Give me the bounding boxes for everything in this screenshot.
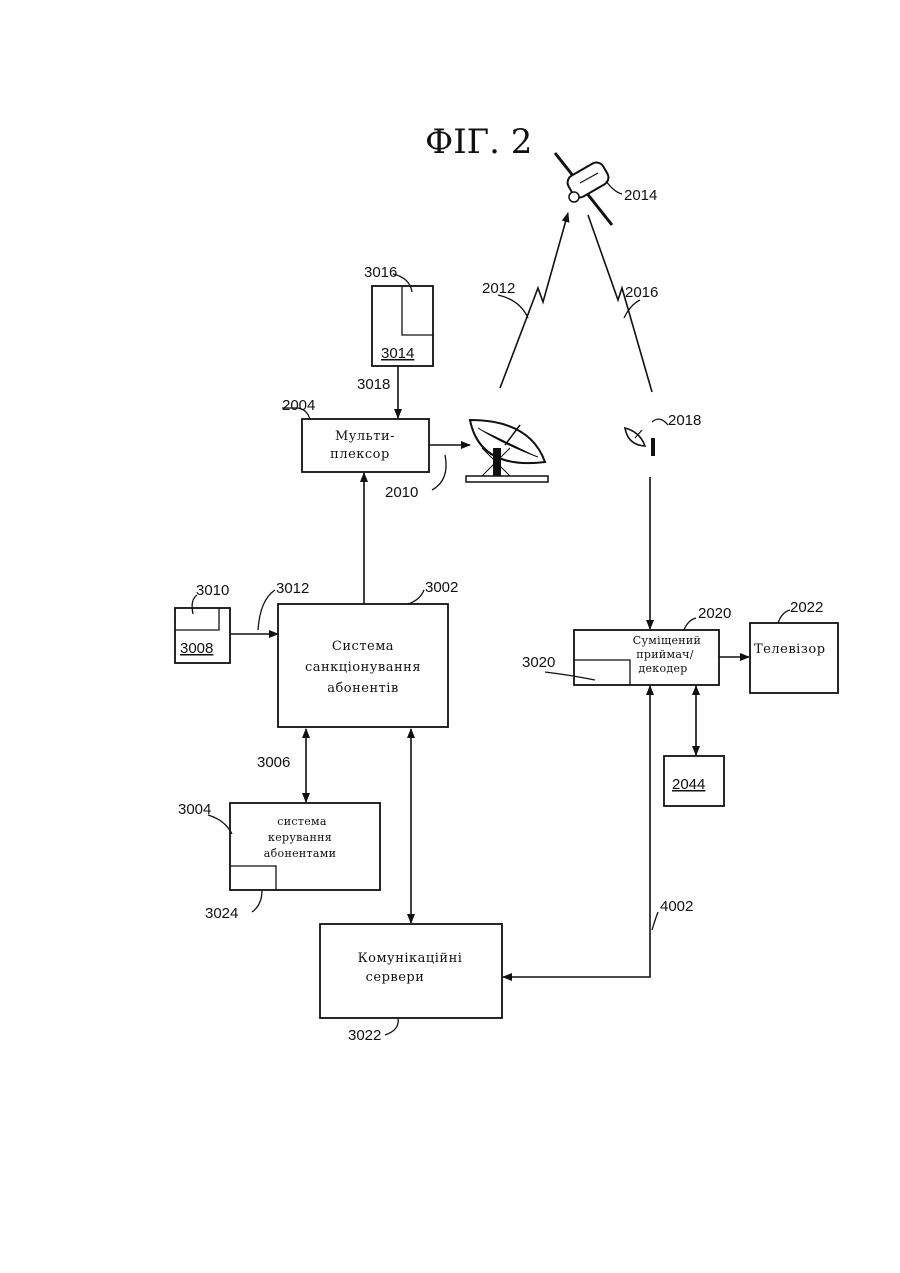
comm-servers-label-2: сервери: [366, 970, 425, 985]
auth-system-label-3: абонентів: [327, 681, 399, 696]
return-line: [503, 686, 650, 977]
return-line-ref: 4002: [660, 898, 693, 915]
comm-servers-ref: 3022: [348, 1027, 381, 1044]
downlink-ref: 2016: [625, 284, 658, 301]
subscriber-mgmt-label-3: абонентами: [264, 847, 337, 860]
downlink-line: [588, 215, 652, 392]
multiplexer-label-1: Мульти-: [335, 429, 395, 444]
mux-dish-ref: 2010: [385, 484, 418, 501]
decoder-label-2: приймач/: [636, 648, 694, 661]
auth-system-label-1: Система: [332, 639, 394, 654]
peripheral-ref: 2044: [672, 776, 705, 793]
uplink-ref: 2012: [482, 280, 515, 297]
store-auth-ref: 3012: [276, 580, 309, 597]
receiver-dish-ref: 2018: [668, 412, 701, 429]
auth-system-ref: 3002: [425, 579, 458, 596]
tv-ref: 2022: [790, 599, 823, 616]
satellite-icon: [555, 153, 612, 225]
satellite-ref: 2014: [624, 187, 657, 204]
tv-label: Телевізор: [754, 642, 826, 657]
multiplexer-label-2: плексор: [330, 447, 390, 462]
subscriber-mgmt-inner-ref: 3024: [205, 905, 238, 922]
multiplexer-ref: 2004: [282, 397, 315, 414]
tv-box: [750, 623, 838, 693]
ground-dish-icon: [466, 420, 548, 482]
subscriber-mgmt-label-1: система: [277, 815, 327, 828]
subscriber-mgmt-ref: 3004: [178, 801, 211, 818]
program-line-ref: 3018: [357, 376, 390, 393]
decoder-ref: 2020: [698, 605, 731, 622]
program-source-ref: 3016: [364, 264, 397, 281]
receiver-dish-icon: [625, 428, 655, 456]
subscriber-mgmt-label-2: керування: [268, 831, 332, 844]
decoder-inner-ref: 3020: [522, 654, 555, 671]
data-store-inner-ref: 3008: [180, 640, 213, 657]
program-source-inner-ref: 3014: [381, 345, 414, 362]
multiplexer-box: [302, 419, 429, 472]
figure-title: ФІГ. 2: [425, 122, 532, 162]
comm-servers-label-1: Комунікаційні: [358, 951, 463, 966]
data-store-ref: 3010: [196, 582, 229, 599]
decoder-label-3: декодер: [638, 662, 687, 675]
decoder-label-1: Суміщений: [633, 634, 701, 647]
auth-mgmt-ref: 3006: [257, 754, 290, 771]
auth-system-label-2: санкціонування: [305, 660, 421, 675]
uplink-line: [500, 213, 568, 388]
